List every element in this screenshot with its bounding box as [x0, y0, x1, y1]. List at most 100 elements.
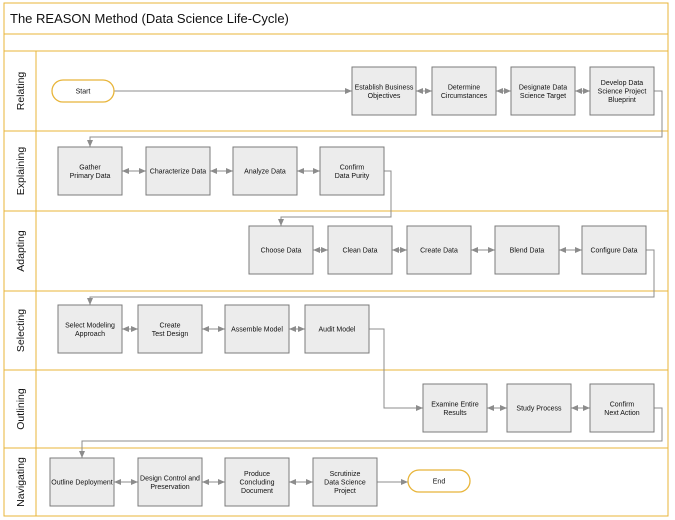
step-label: Test Design — [152, 331, 189, 338]
step-analyze[interactable]: Analyze Data — [232, 146, 298, 196]
process-box — [49, 457, 115, 507]
step-label: Science Project — [598, 89, 647, 96]
lane-label-adapting: Adapting — [15, 230, 27, 272]
step-label: Concluding — [239, 480, 274, 487]
step-label: Choose Data — [261, 248, 302, 255]
connector-purity-choose — [278, 170, 392, 226]
step-label: Blueprint — [608, 97, 636, 104]
process-box — [494, 225, 560, 275]
step-study[interactable]: Study Process — [506, 383, 572, 433]
connector-develop-gather — [87, 90, 663, 147]
step-assemble[interactable]: Assemble Model — [224, 304, 290, 354]
step-label: Establish Business — [355, 84, 414, 91]
step-label: Objectives — [368, 93, 401, 100]
diagram-frame — [3, 2, 669, 517]
step-create-data[interactable]: Create Data — [406, 225, 472, 275]
step-label: Produce — [244, 471, 270, 478]
step-label: Document — [241, 488, 273, 495]
terminal-shape — [51, 79, 115, 103]
step-label: Primary Data — [70, 173, 111, 180]
step-label: Create — [159, 322, 180, 329]
step-start[interactable]: Start — [51, 79, 115, 103]
step-label: Select Modeling — [65, 322, 115, 329]
process-box — [304, 304, 370, 354]
step-label: Clean Data — [342, 248, 377, 255]
step-outline[interactable]: Outline Deployment — [49, 457, 115, 507]
process-box — [422, 383, 488, 433]
step-clean[interactable]: Clean Data — [327, 225, 393, 275]
process-box — [506, 383, 572, 433]
step-label: Data Purity — [335, 173, 370, 180]
step-label: Next Action — [604, 410, 640, 417]
process-box — [57, 146, 123, 196]
step-label: Confirm — [340, 164, 365, 171]
step-label: Determine — [448, 84, 480, 91]
step-blend[interactable]: Blend Data — [494, 225, 560, 275]
process-box — [351, 66, 417, 116]
step-label: Outline Deployment — [51, 480, 113, 487]
lane-label-outlining: Outlining — [15, 388, 27, 430]
lane-label-explaining: Explaining — [15, 147, 27, 196]
step-label: Create Data — [420, 248, 458, 255]
process-box — [232, 146, 298, 196]
step-label: Audit Model — [319, 327, 356, 334]
step-label: Examine Entire — [431, 401, 479, 408]
step-choose[interactable]: Choose Data — [248, 225, 314, 275]
step-label: Study Process — [516, 406, 562, 413]
step-characterize[interactable]: Characterize Data — [145, 146, 211, 196]
process-box — [327, 225, 393, 275]
diagram-title: The REASON Method (Data Science Life-Cyc… — [10, 11, 289, 26]
process-box — [431, 66, 497, 116]
step-end[interactable]: End — [407, 469, 471, 493]
process-box — [224, 457, 290, 507]
step-label: Preservation — [150, 484, 189, 491]
lane-label-relating: Relating — [15, 72, 27, 111]
connector-configure-select — [87, 249, 655, 305]
step-configure[interactable]: Configure Data — [581, 225, 647, 275]
lane-label-navigating: Navigating — [15, 457, 27, 507]
step-label: Blend Data — [510, 248, 545, 255]
step-label: Science Target — [520, 93, 566, 100]
process-box — [248, 225, 314, 275]
step-label: Gather — [79, 164, 101, 171]
process-box — [510, 66, 576, 116]
step-label: Designate Data — [519, 84, 567, 91]
process-box — [145, 146, 211, 196]
terminal-shape — [407, 469, 471, 493]
process-box — [137, 304, 203, 354]
process-box — [137, 457, 203, 507]
step-label: Scrutinize — [330, 471, 361, 478]
process-box — [224, 304, 290, 354]
connector-next-outline — [79, 407, 663, 458]
step-audit[interactable]: Audit Model — [304, 304, 370, 354]
step-label: End — [433, 479, 446, 486]
connector-audit-examine — [369, 328, 423, 411]
process-box — [589, 383, 655, 433]
process-box — [319, 146, 385, 196]
process-box — [581, 225, 647, 275]
step-label: Analyze Data — [244, 169, 286, 176]
step-label: Confirm — [610, 401, 635, 408]
lane-label-selecting: Selecting — [15, 309, 27, 352]
process-box — [57, 304, 123, 354]
process-box — [406, 225, 472, 275]
step-label: Results — [443, 410, 467, 417]
step-label: Data Science — [324, 480, 366, 487]
step-label: Characterize Data — [150, 169, 207, 176]
step-label: Design Control and — [140, 475, 200, 482]
process-box — [312, 457, 378, 507]
